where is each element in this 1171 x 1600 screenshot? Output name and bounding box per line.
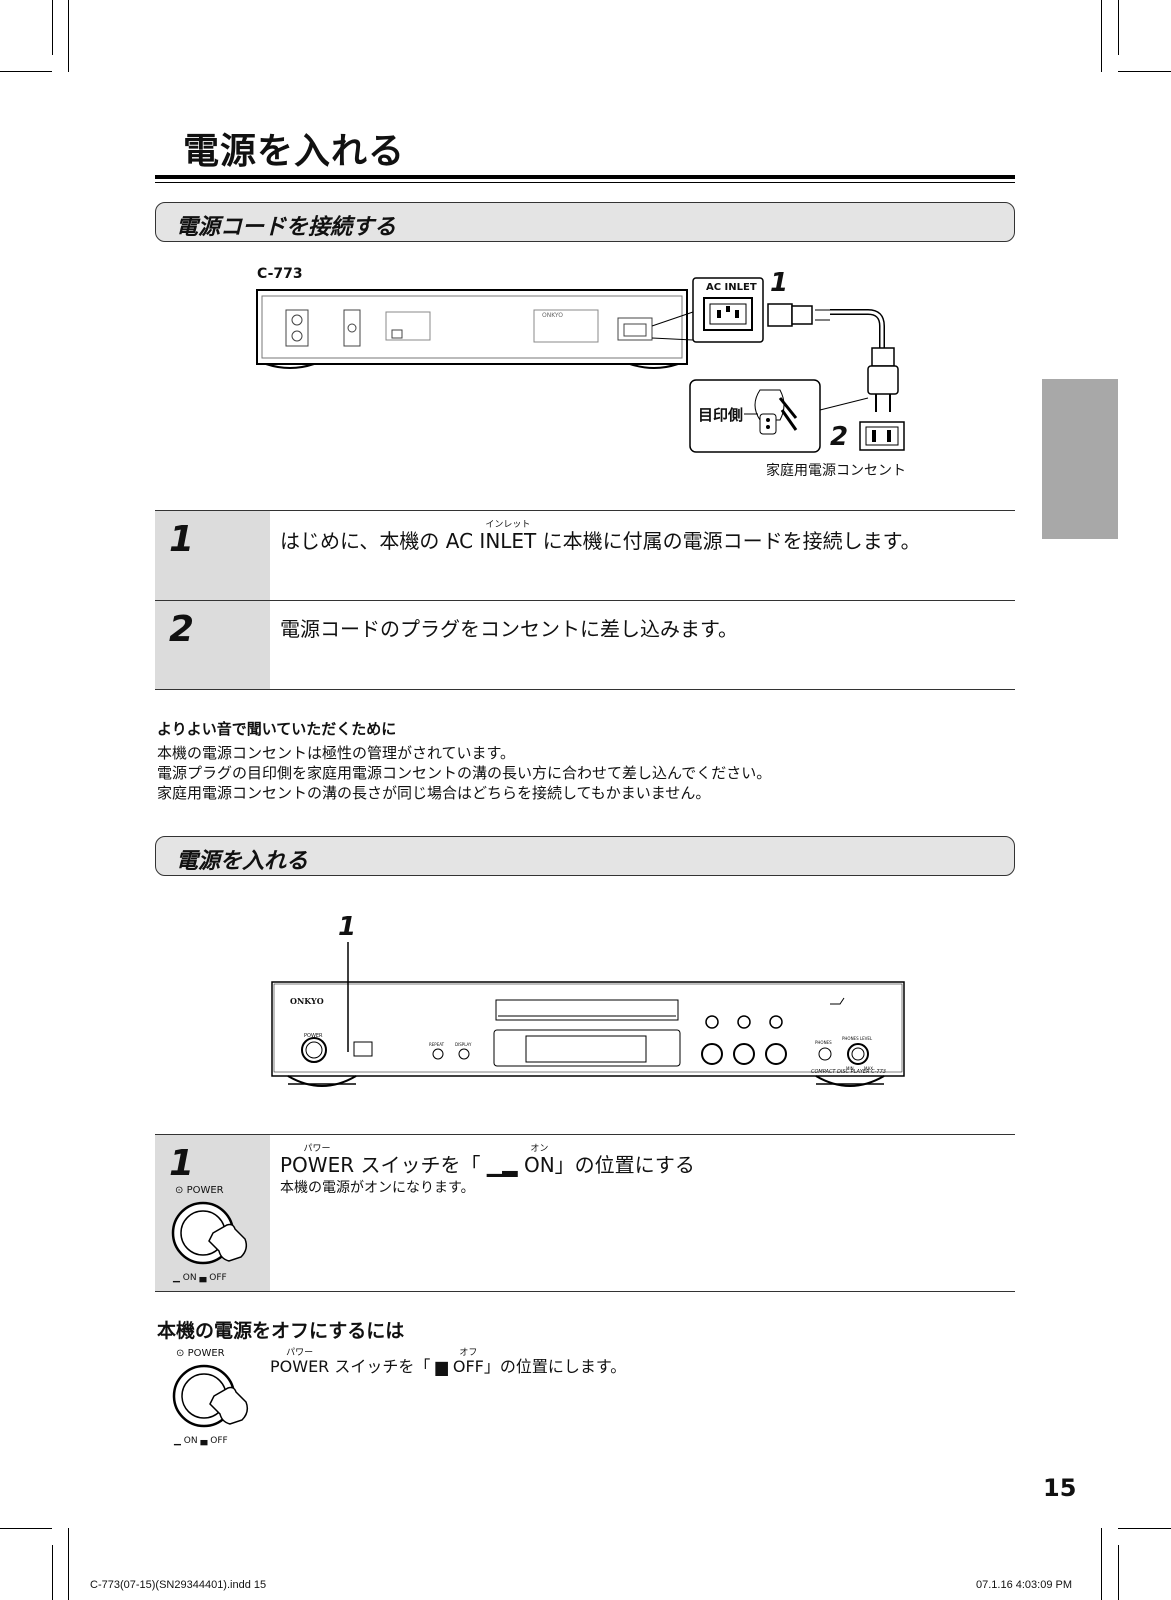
front-display-label: DISPLAY [455,1042,472,1047]
ruby-annotation: オフ [459,1348,478,1358]
icon-on-text: ON [182,1273,197,1283]
callout-2: 2 [830,422,849,452]
section-heading-power-on: 電源を入れる [155,836,1015,876]
section-heading-text: 電源コードを接続する [176,215,397,240]
footer-file-info: C-773(07-15)(SN29344401).indd 15 [90,1579,267,1591]
power-off-title: 本機の電源をオフにするには [157,1320,405,1342]
ruby-annotation: パワー [303,1144,331,1154]
instruction-mid: スイッチを「 [354,1153,481,1177]
step-text-after: に本機に付属の電源コードを接続します。 [536,529,921,553]
note-line: 家庭用電源コンセントの溝の長さが同じ場合はどちらを接続してもかまいません。 [157,784,711,802]
instruction-end: 」の位置にします。 [483,1357,627,1376]
step-number: 1 [169,519,195,560]
power-off-button-icon [172,1364,249,1428]
front-repeat-label: REPEAT [429,1042,445,1047]
title-rule [155,175,1015,179]
instruction-mid: スイッチを「 [329,1357,431,1376]
title-rule-thin [155,182,1015,183]
off-icon-on-off-labels: ▁ ON ▄ OFF [174,1436,228,1446]
step-number-cell: 1 [155,511,270,600]
outlet-label: 家庭用電源コンセント [766,463,906,479]
off-icon-power-text: POWER [187,1348,225,1359]
front-callout-1: 1 [338,912,357,942]
rear-panel-illustration [256,277,905,453]
instruction-end: 」の位置にする [554,1153,695,1177]
step-text: 電源コードのプラグをコンセントに差し込みます。 [280,617,738,641]
ruby-base: INLET [479,529,537,553]
ruby-base: OFF [452,1357,484,1376]
front-phones-label: PHONES [815,1040,832,1045]
note-title: よりよい音で聞いていただくために [157,720,397,738]
mark-side-label: 目印側 [698,406,744,424]
ruby-annotation: パワー [286,1348,314,1358]
power-on-subtext: 本機の電源がオンになります。 [280,1180,475,1196]
front-panel-diagram: 1 ONKYO POWER REPEAT DISPLAY PHONES PHON… [270,912,910,1102]
model-label: C-773 [257,266,303,282]
on-switch-symbol: ▁▂ [480,1153,524,1177]
icon-power-text: POWER [186,1185,224,1196]
icon-power-label: ⊙ POWER [175,1185,224,1196]
off-icon-on-text: ON [183,1436,198,1446]
power-button-press-icon [171,1201,248,1265]
ruby-base: POWER [280,1153,355,1177]
step-number-cell: 1 ⊙ POWER ▁ ON ▄ OFF [155,1135,270,1291]
off-switch-symbol: ▆ [430,1357,453,1376]
front-power-label: POWER [304,1033,323,1039]
rear-brand: ONKYO [542,312,563,319]
step-number: 1 [169,1143,195,1184]
off-icon-off-text: OFF [210,1436,228,1446]
ruby-annotation: インレット [485,520,531,530]
icon-on-off-labels: ▁ ON ▄ OFF [173,1273,227,1283]
rear-panel-diagram: C-773 AC INLET ONKYO 1 2 目印側 家庭用電源コンセント [240,266,930,490]
front-brand: ONKYO [290,996,324,1006]
note-line: 本機の電源コンセントは極性の管理がされています。 [157,744,516,762]
front-min-label: MIN [846,1066,854,1071]
side-index-tab [1042,379,1118,539]
ruby-base: ON [523,1153,555,1177]
step-number-cell: 2 [155,601,270,689]
step-text-before: はじめに、本機の AC [280,529,480,553]
ac-inlet-label: AC INLET [706,282,757,293]
page-number: 15 [1043,1474,1077,1502]
icon-off-text: OFF [209,1273,227,1283]
page-title: 電源を入れる [183,131,406,172]
section-heading-text: 電源を入れる [176,849,309,874]
off-icon-power-label: ⊙ POWER [176,1348,225,1359]
footer-timestamp: 07.1.16 4:03:09 PM [976,1579,1073,1591]
front-panel-illustration [271,942,905,1087]
note-line: 電源プラグの目印側を家庭用電源コンセントの溝の長い方に合わせて差し込んでください… [157,764,772,782]
front-max-label: MAX [864,1066,873,1071]
ruby-annotation: オン [530,1144,549,1154]
callout-1: 1 [770,268,789,298]
front-phones-level-label: PHONES LEVEL [842,1036,873,1041]
step-number: 2 [169,609,195,650]
step-row-2: 2 電源コードのプラグをコンセントに差し込みます。 [155,600,1015,690]
ruby-base: POWER [270,1357,330,1376]
front-model-label: COMPACT DISC PLAYER C-773 [811,1069,886,1075]
section-heading-power-cord: 電源コードを接続する [155,202,1015,242]
